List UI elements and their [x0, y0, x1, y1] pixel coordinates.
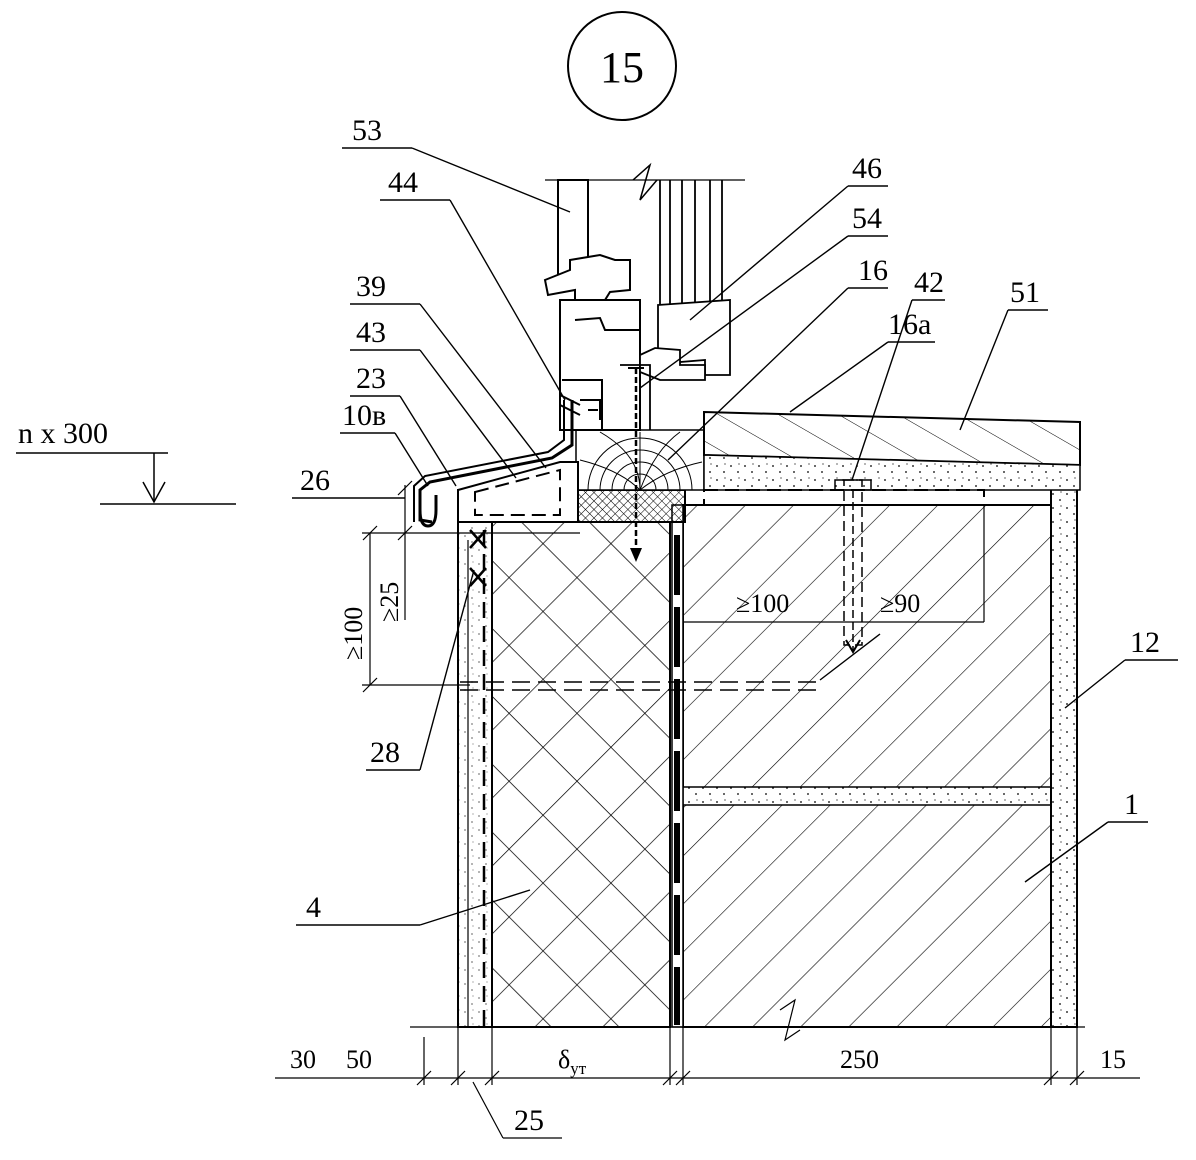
mounting-foam	[575, 429, 705, 491]
ebb-flashing	[413, 394, 581, 528]
dim-50: 50	[346, 1045, 372, 1074]
callout-54: 54	[852, 202, 882, 235]
glazing-unit	[545, 162, 745, 430]
exterior-render	[457, 489, 493, 1028]
callout-4: 4	[306, 891, 321, 924]
masonry-wall	[682, 504, 1052, 1028]
callout-53: 53	[352, 114, 382, 147]
detail-number: 15	[600, 43, 644, 92]
dim-15: 15	[1100, 1045, 1126, 1074]
sill-wedge	[457, 461, 579, 523]
anchor-screw	[628, 367, 644, 562]
insulation-layer	[491, 521, 671, 1028]
interior-sill	[703, 410, 1081, 506]
callout-46: 46	[852, 152, 882, 185]
callout-39: 39	[356, 270, 386, 303]
dim-overhang-25: ≥25	[375, 582, 404, 622]
dim-overlap-100: ≥100	[339, 607, 368, 660]
vapour-barrier	[671, 504, 684, 1028]
sill-dowel	[834, 479, 872, 654]
detail-number-badge: 15	[567, 11, 677, 121]
callout-23: 23	[356, 362, 386, 395]
callout-43: 43	[356, 316, 386, 349]
callout-16a: 16а	[888, 308, 931, 341]
callout-leaders	[292, 147, 1178, 926]
bottom-dimensions	[275, 998, 1140, 1139]
callout-1: 1	[1124, 788, 1139, 821]
callout-10v: 10в	[342, 399, 386, 432]
window-frame	[543, 179, 641, 431]
interior-plaster	[1050, 464, 1078, 1028]
callout-16: 16	[858, 254, 888, 287]
left-dimensions	[362, 480, 580, 693]
dim-30: 30	[290, 1045, 316, 1074]
callout-25: 25	[514, 1104, 544, 1137]
sealant-tape	[577, 489, 686, 523]
callout-12: 12	[1130, 626, 1160, 659]
callout-44: 44	[388, 166, 418, 199]
callout-26: 26	[300, 464, 330, 497]
dim-embed-90: ≥90	[880, 589, 920, 618]
callout-28: 28	[370, 736, 400, 769]
level-mark: n x 300	[16, 417, 236, 505]
level-label: n x 300	[18, 417, 108, 450]
callout-42: 42	[914, 266, 944, 299]
dim-delta: δут	[558, 1045, 587, 1078]
masonry-embed-dimension	[683, 505, 985, 623]
dim-embed-100: ≥100	[736, 589, 789, 618]
dim-250: 250	[840, 1045, 879, 1074]
callout-51: 51	[1010, 276, 1040, 309]
